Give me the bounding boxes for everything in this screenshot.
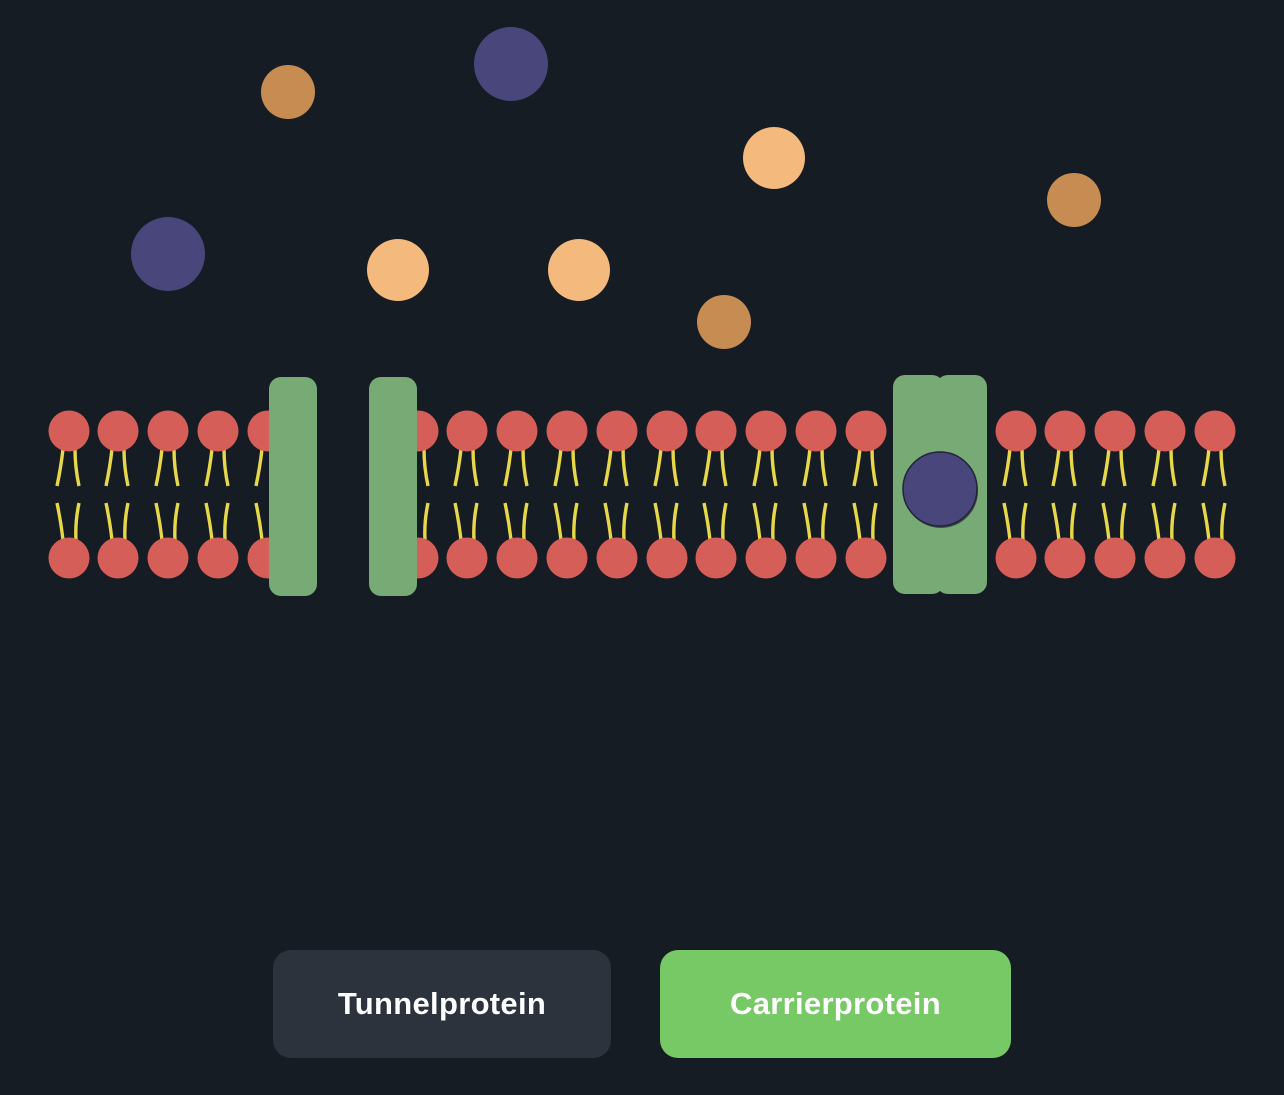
light-orange-molecule [548, 239, 610, 301]
dark-orange-molecule [261, 65, 315, 119]
light-orange-molecule [367, 239, 429, 301]
tunnel-protein [269, 377, 417, 596]
tunnelprotein-button[interactable]: Tunnelprotein [273, 950, 611, 1058]
navy-molecule [474, 27, 548, 101]
phospholipid [695, 410, 737, 579]
phospholipid [845, 410, 887, 579]
phospholipid-bilayer [48, 410, 1236, 579]
free-molecules [131, 27, 1101, 349]
phospholipid [1094, 410, 1136, 579]
phospholipid [995, 410, 1037, 579]
light-orange-molecule [743, 127, 805, 189]
navy-molecule [131, 217, 205, 291]
phospholipid [496, 410, 538, 579]
phospholipid [48, 410, 90, 579]
phospholipid [97, 410, 139, 579]
phospholipid [596, 410, 638, 579]
phospholipid [745, 410, 787, 579]
phospholipid [646, 410, 688, 579]
carrierprotein-button[interactable]: Carrierprotein [660, 950, 1011, 1058]
phospholipid [446, 410, 488, 579]
dark-orange-molecule [1047, 173, 1101, 227]
phospholipid [1144, 410, 1186, 579]
phospholipid [795, 410, 837, 579]
tunnel-protein-wall-1 [269, 377, 317, 596]
phospholipid [1044, 410, 1086, 579]
bound-navy-molecule [902, 451, 978, 527]
dark-orange-molecule [697, 295, 751, 349]
tunnel-protein-wall-2 [369, 377, 417, 596]
phospholipid [1194, 410, 1236, 579]
phospholipid [197, 410, 239, 579]
carrier-protein [887, 375, 993, 594]
phospholipid [546, 410, 588, 579]
phospholipid [147, 410, 189, 579]
